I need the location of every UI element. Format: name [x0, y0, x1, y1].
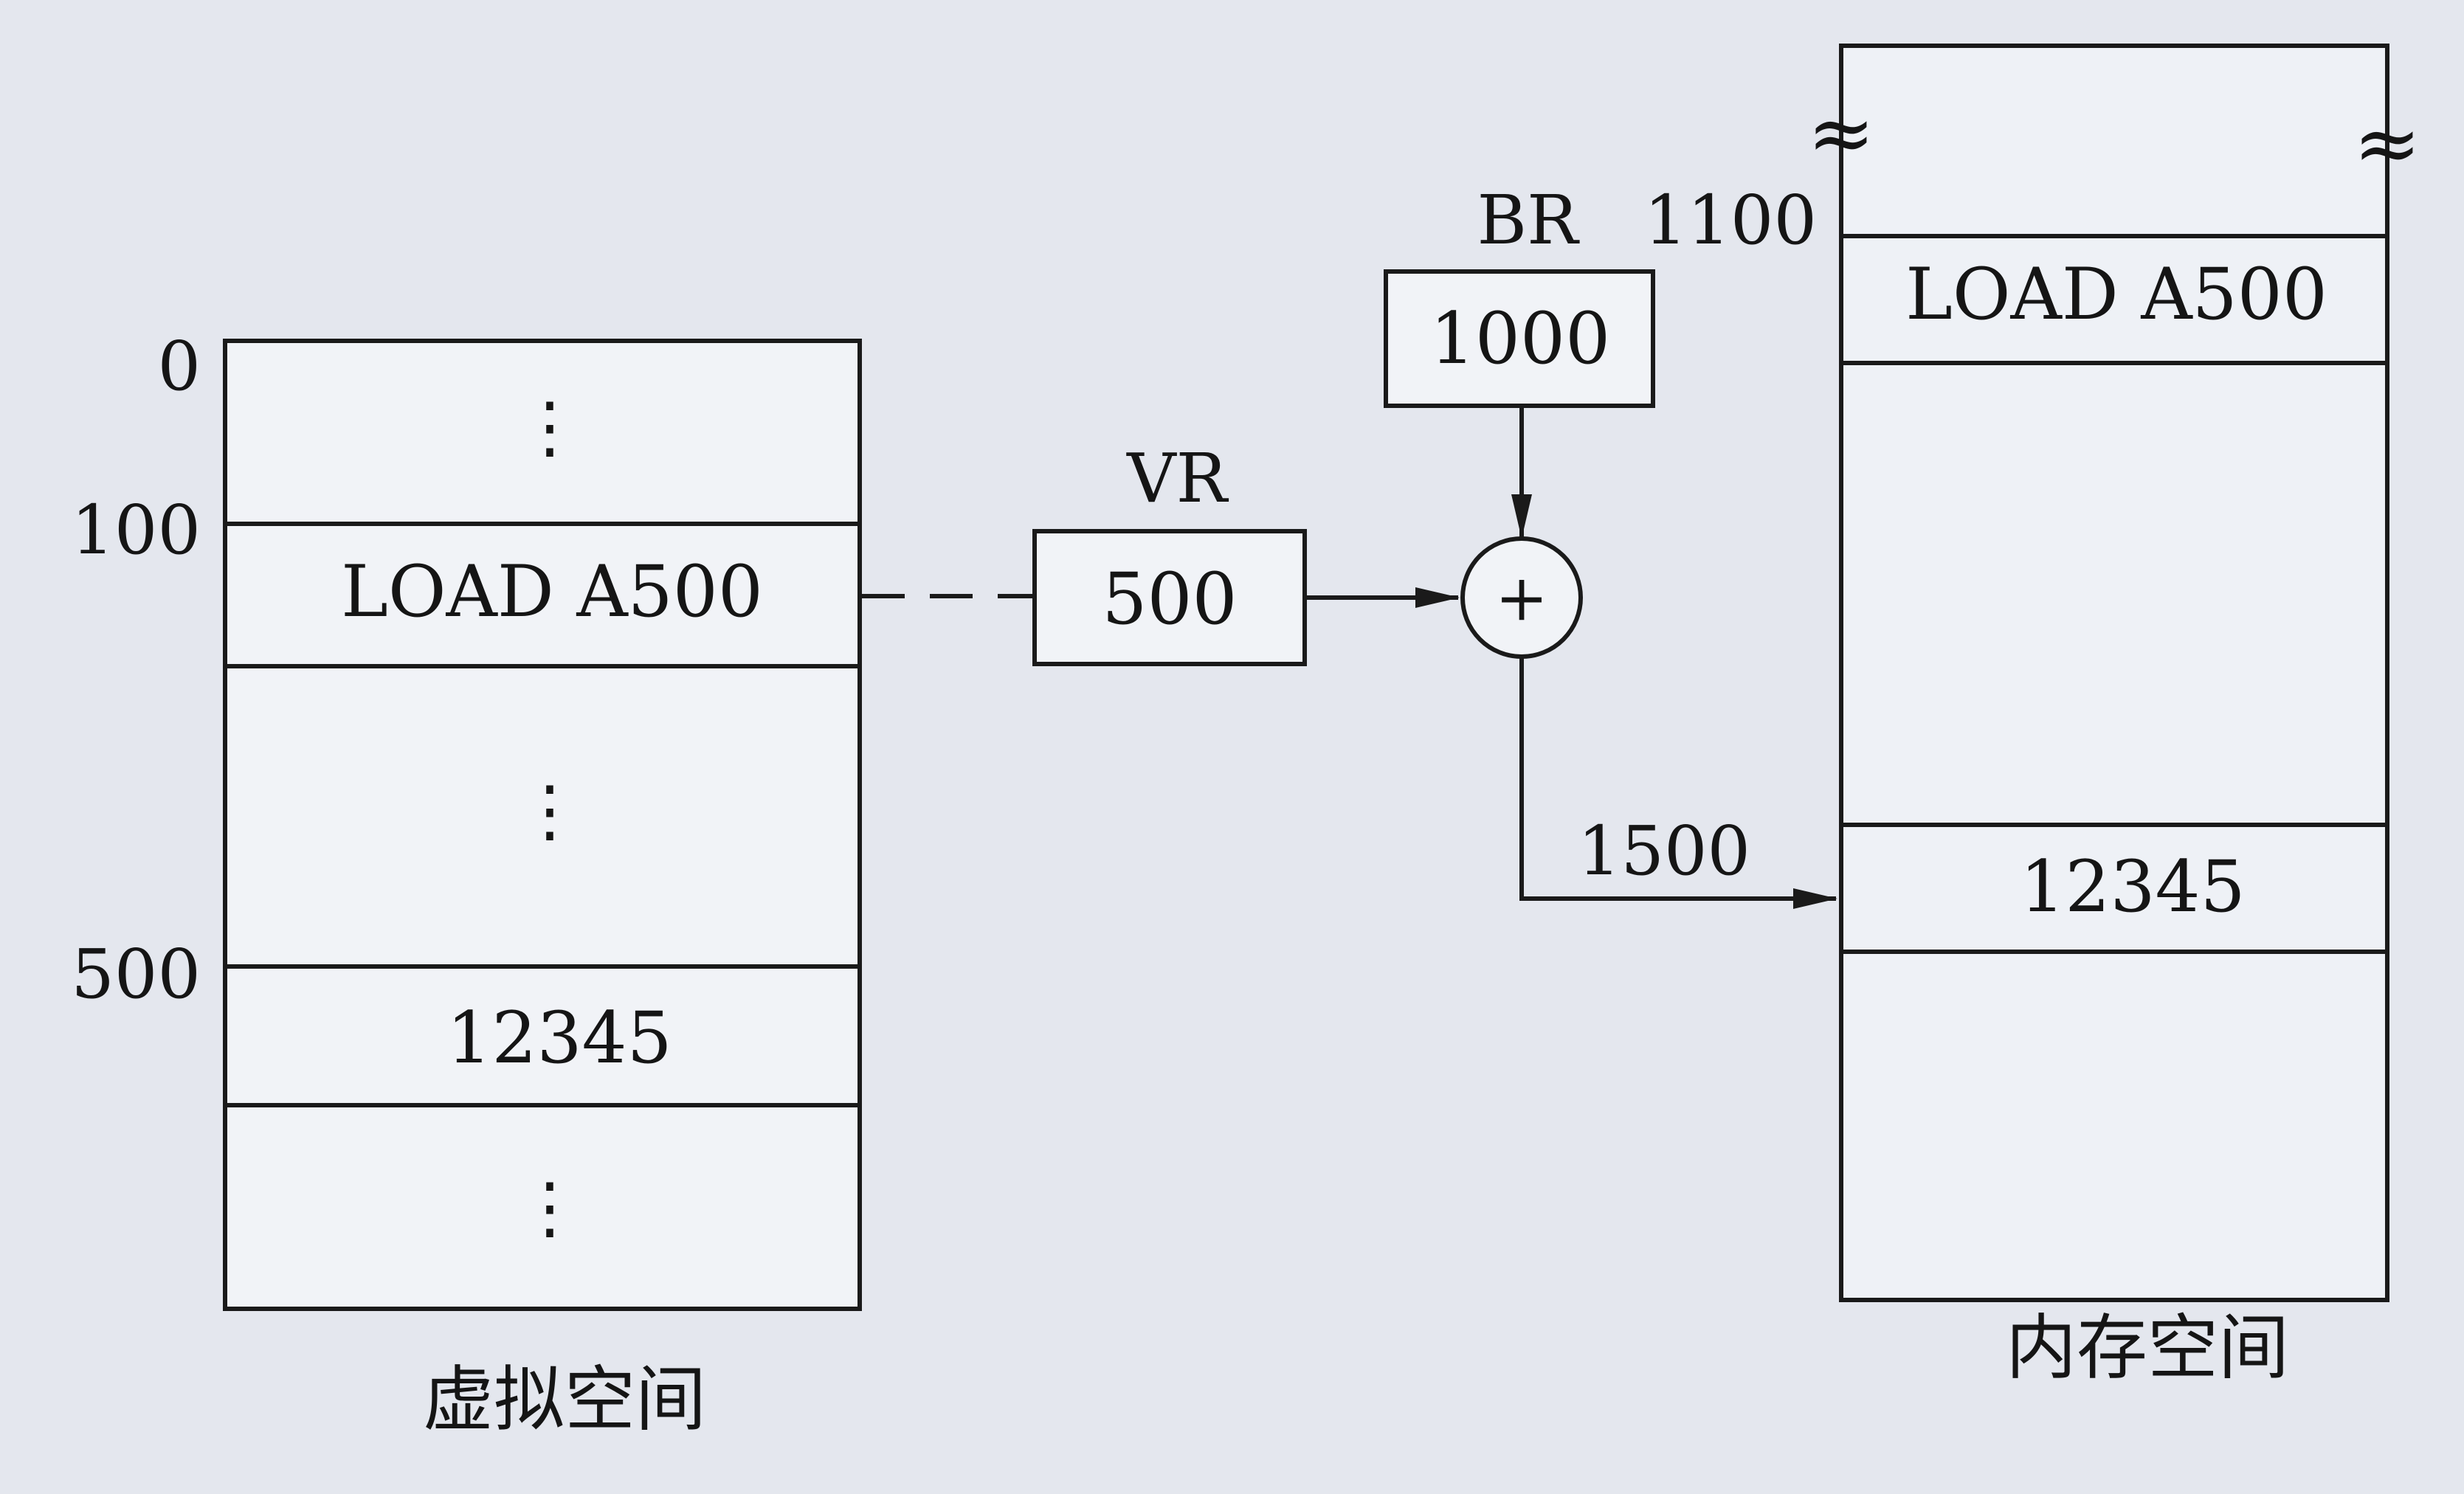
virtual-address-label: 500	[71, 935, 201, 1014]
ellipsis: ⋮	[516, 771, 584, 850]
memory-space: ≈ ≈ 1100 LOAD A500 12345 内存空间	[1644, 44, 2421, 1389]
virtual-address-label: 100	[71, 491, 201, 570]
break-mark-icon: ≈	[1807, 86, 1875, 180]
vr-label: VR	[1126, 439, 1229, 518]
virtual-space-caption: 虚拟空间	[423, 1358, 706, 1441]
memory-instruction: LOAD A500	[1905, 253, 2327, 336]
memory-address-label: 1100	[1644, 181, 1817, 260]
vr-register: VR 500	[1032, 439, 1307, 666]
plus-icon: +	[1495, 561, 1548, 635]
br-label: BR	[1477, 181, 1581, 260]
physical-address-label: 1500	[1578, 812, 1750, 890]
virtual-instruction: LOAD A500	[341, 550, 763, 633]
virtual-data-value: 12345	[446, 997, 672, 1079]
memory-space-box	[1839, 44, 2389, 1302]
adder: +	[1460, 536, 1583, 659]
br-box	[1384, 269, 1655, 408]
br-value: 1000	[1430, 297, 1610, 380]
virtual-space-box	[223, 339, 862, 1311]
break-mark-icon: ≈	[2353, 96, 2421, 190]
memory-data-value: 12345	[2020, 845, 2245, 928]
ellipsis: ⋮	[516, 1168, 584, 1247]
virtual-address-label: 0	[157, 327, 201, 406]
br-register: BR 1000	[1384, 181, 1655, 408]
ellipsis: ⋮	[516, 387, 584, 466]
vr-box	[1032, 529, 1307, 666]
virtual-space: 0 100 500 ⋮ ⋮ ⋮ LOAD A500 12345 虚拟空间	[71, 327, 862, 1441]
memory-space-caption: 内存空间	[2006, 1307, 2289, 1389]
adder-to-memory-arrow	[1519, 657, 1837, 909]
vr-value: 500	[1102, 558, 1237, 640]
